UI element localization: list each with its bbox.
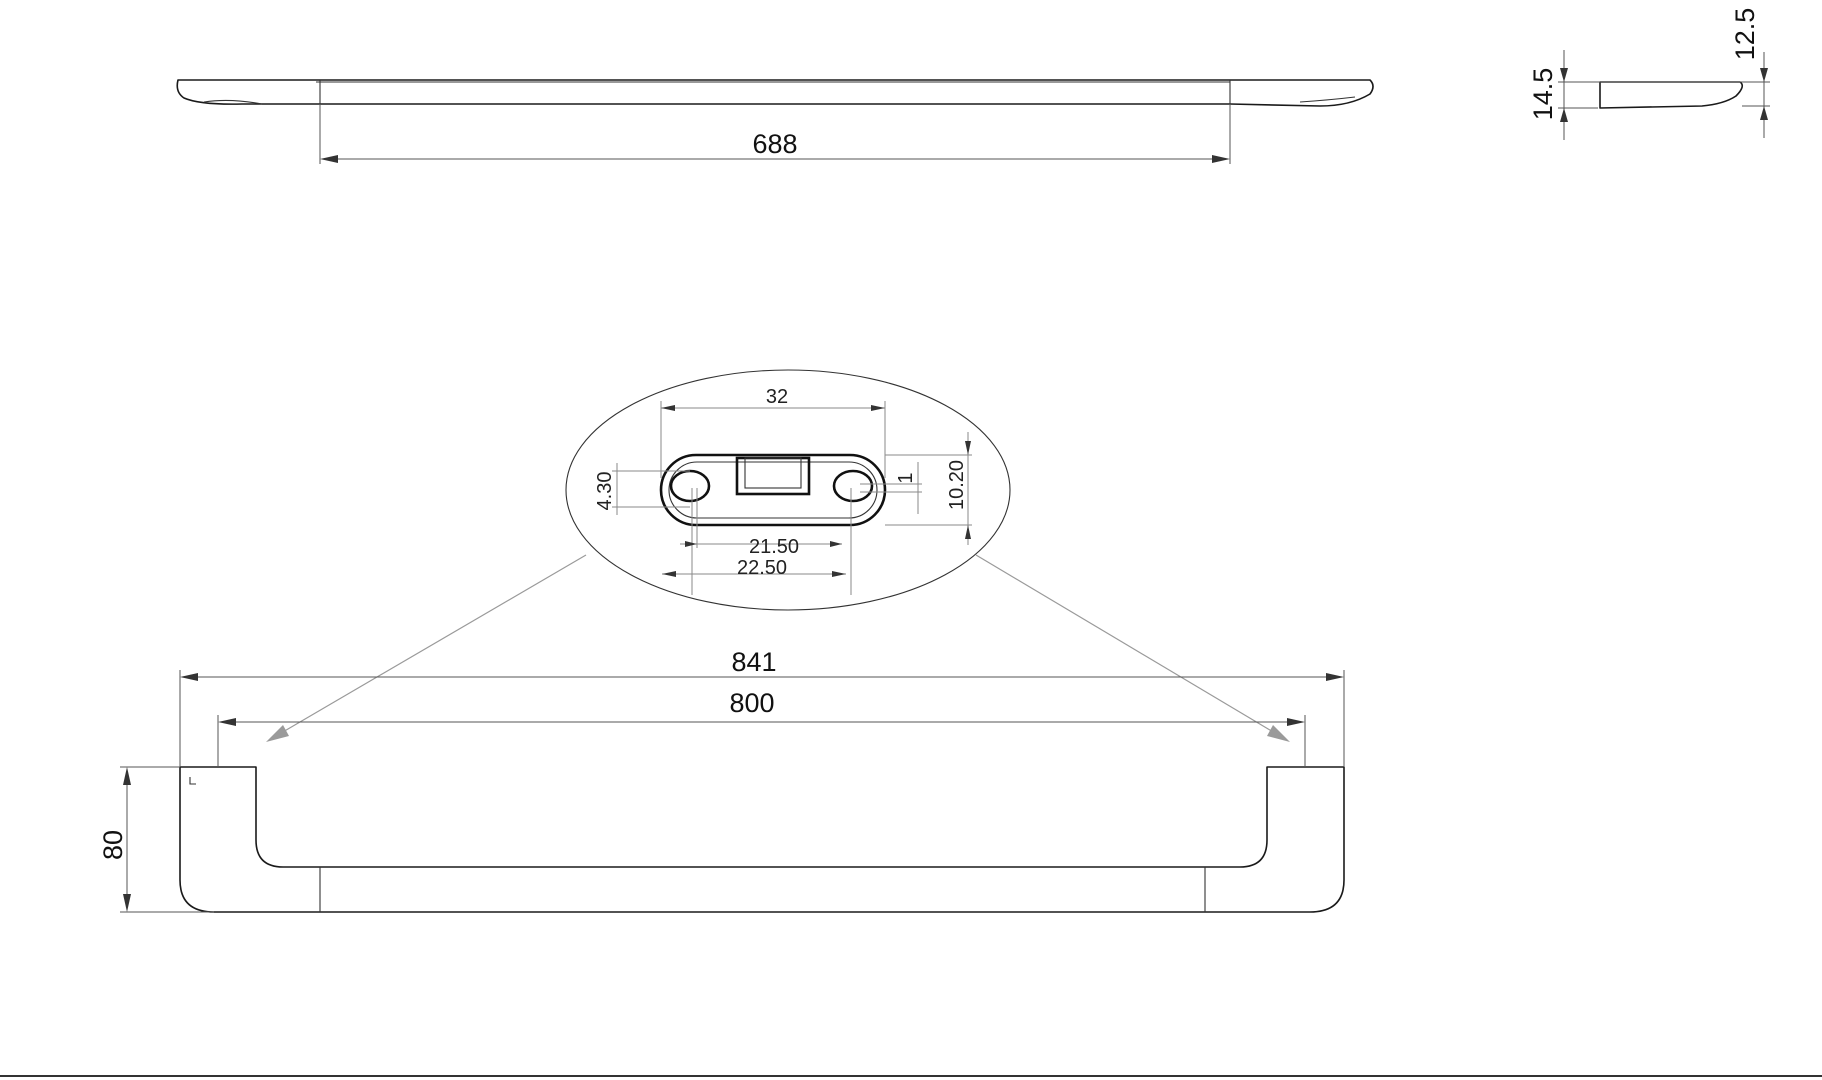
- dim-label-4-30: 4.30: [594, 472, 616, 511]
- slot-hole-left: [669, 469, 711, 503]
- arrow-22-50-left: [662, 571, 676, 577]
- arrow-841-right: [1326, 673, 1344, 681]
- arrow-800-right: [1287, 718, 1305, 726]
- dim-label-12-5: 12.5: [1730, 8, 1760, 61]
- arrow-21-50-left: [685, 541, 697, 547]
- arrow-12-5-top: [1760, 68, 1768, 82]
- front-view-outline: [179, 766, 1345, 913]
- arrow-14-5-bottom: [1560, 108, 1568, 122]
- dim-label-80: 80: [98, 830, 128, 860]
- arrow-10-20-top: [965, 441, 971, 455]
- dim-label-688: 688: [752, 129, 797, 159]
- dim-label-14-5: 14.5: [1528, 68, 1558, 121]
- bracket-plate: [659, 453, 887, 527]
- dim-label-22-50: 22.50: [737, 557, 787, 579]
- dim-label-1: 1: [895, 472, 917, 483]
- side-view: 14.5 12.5: [1528, 8, 1770, 140]
- top-view-left-cap: [203, 99, 263, 105]
- dimension-80: 80: [98, 766, 214, 913]
- arrow-12-5-bottom: [1760, 106, 1768, 120]
- detail-view: 32 4.30 1 10.20 21.50 22.50: [565, 369, 1011, 611]
- dimension-688: 688: [319, 104, 1231, 164]
- dim-label-800: 800: [729, 688, 774, 718]
- dim-label-10-20: 10.20: [946, 460, 968, 510]
- leader-line-right: [975, 554, 1281, 737]
- arrow-80-top: [123, 767, 131, 785]
- dim-label-841: 841: [731, 647, 776, 677]
- dim-label-21-50: 21.50: [749, 536, 799, 558]
- leader-line-left: [275, 554, 587, 737]
- top-view: [176, 79, 1374, 107]
- detail-leaders: [266, 554, 1290, 742]
- arrow-21-50-right: [830, 541, 842, 547]
- dimension-841: 841: [179, 647, 1345, 767]
- arrow-80-bottom: [123, 894, 131, 912]
- bracket-center-block: [735, 456, 811, 496]
- arrow-32-left: [661, 405, 675, 411]
- top-view-outline: [176, 79, 1374, 107]
- set-screw-mark: [189, 777, 196, 785]
- detail-ellipse: [565, 369, 1011, 611]
- side-view-outline: [1599, 81, 1744, 109]
- arrow-10-20-bottom: [965, 525, 971, 539]
- dimension-800: 800: [217, 688, 1306, 767]
- arrow-841-left: [180, 673, 198, 681]
- leader-arrow-left: [266, 725, 289, 742]
- leader-arrow-right: [1267, 725, 1290, 742]
- dim-label-32: 32: [766, 386, 788, 408]
- arrow-688-left: [320, 155, 338, 163]
- bracket-plate-inner: [668, 461, 878, 519]
- arrow-22-50-right: [832, 571, 846, 577]
- arrow-800-left: [218, 718, 236, 726]
- arrow-32-right: [871, 405, 885, 411]
- slot-hole-right: [832, 469, 874, 503]
- front-view: [179, 766, 1345, 913]
- arrow-14-5-top: [1560, 68, 1568, 82]
- top-view-right-cap: [1299, 96, 1356, 103]
- bracket-center-block-inner: [744, 457, 802, 489]
- arrow-688-right: [1212, 155, 1230, 163]
